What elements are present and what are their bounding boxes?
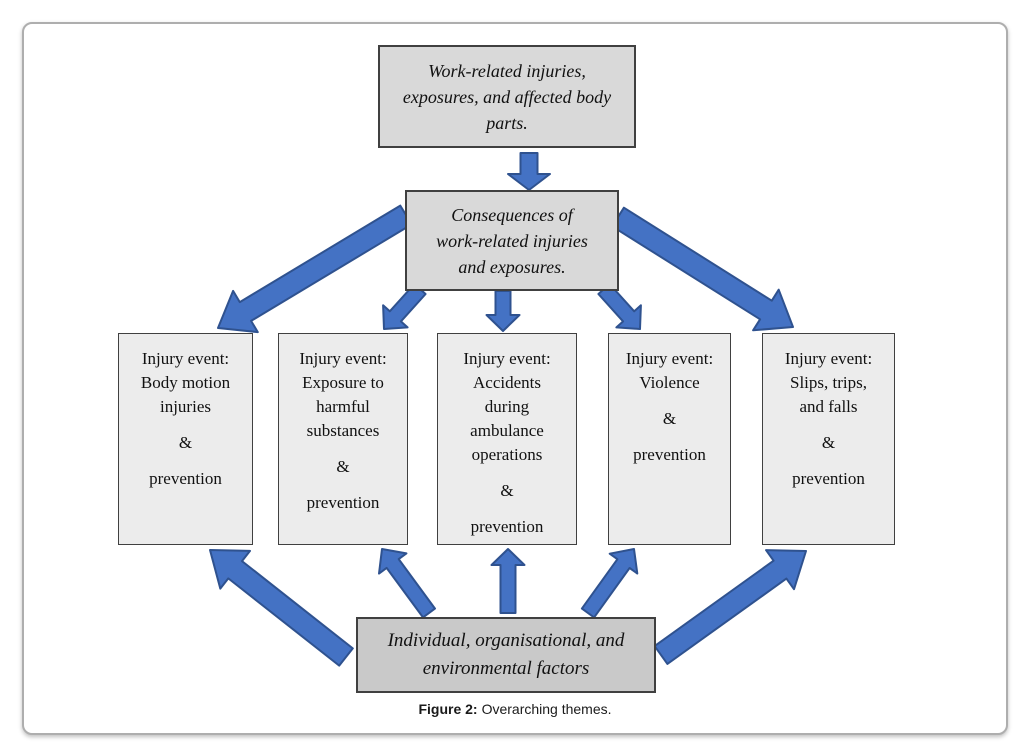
injury-title: Injury event: Violence: [625, 349, 714, 392]
ampersand-text: &: [336, 457, 350, 476]
node-injury-slips-trips-falls: Injury event: Slips, trips, and falls & …: [762, 333, 895, 545]
node-work-related-injuries: Work-related injuries, exposures, and af…: [378, 45, 636, 148]
node-factors: Individual, organisational, and environm…: [356, 617, 656, 693]
prevention-text: prevention: [470, 517, 544, 536]
caption-text: Overarching themes.: [481, 701, 612, 717]
prevention-text: prevention: [149, 469, 222, 488]
node-injury-body-motion: Injury event: Body motion injuries & pre…: [118, 333, 253, 545]
prevention-text: prevention: [792, 469, 865, 488]
ampersand-text: &: [178, 433, 193, 452]
injury-title: Injury event: Accidents during ambulance…: [463, 349, 551, 464]
ampersand-text: &: [500, 481, 514, 500]
node-consequences: Consequences of work-related injuries an…: [405, 190, 619, 291]
prevention-text: prevention: [633, 445, 706, 464]
injury-title: Injury event: Exposure to harmful substa…: [299, 349, 387, 440]
prevention-text: prevention: [306, 493, 380, 512]
caption-label: Figure 2:: [418, 701, 478, 717]
ampersand-text: &: [821, 433, 836, 452]
injury-title: Injury event: Body motion injuries: [140, 349, 231, 416]
ampersand-text: &: [662, 409, 677, 428]
injury-title: Injury event: Slips, trips, and falls: [784, 349, 873, 416]
node-injury-harmful-substances: Injury event: Exposure to harmful substa…: [278, 333, 408, 545]
node-injury-violence: Injury event: Violence & prevention: [608, 333, 731, 545]
node-injury-ambulance-accidents: Injury event: Accidents during ambulance…: [437, 333, 577, 545]
figure-caption: Figure 2:Overarching themes.: [0, 701, 1030, 717]
